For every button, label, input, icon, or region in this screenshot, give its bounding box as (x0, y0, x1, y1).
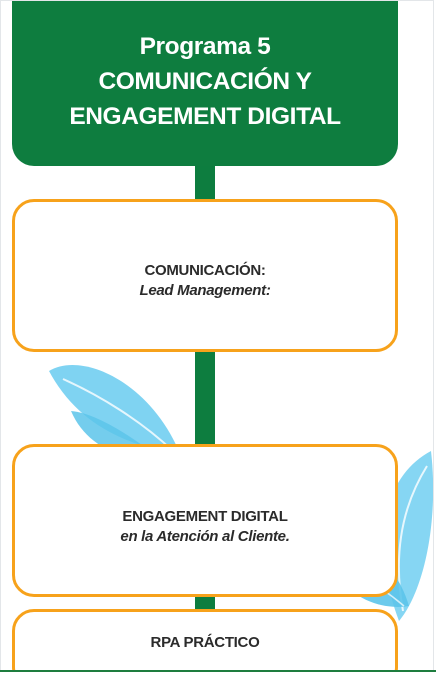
module-card-rpa[interactable]: RPA PRÁCTICO (12, 609, 398, 670)
module-title: COMUNICACIÓN: (144, 262, 266, 279)
module-title: RPA PRÁCTICO (150, 634, 260, 651)
program-title-line-2: ENGAGEMENT DIGITAL (69, 103, 341, 130)
program-title-line-1: COMUNICACIÓN Y (98, 68, 312, 95)
module-subtitle: Lead Management: (139, 282, 271, 299)
module-card-engagement[interactable]: ENGAGEMENT DIGITAL en la Atención al Cli… (12, 444, 398, 597)
module-card-comunicacion[interactable]: COMUNICACIÓN: Lead Management: (12, 199, 398, 352)
module-title: ENGAGEMENT DIGITAL (122, 508, 288, 525)
program-number: Programa 5 (139, 33, 271, 60)
bottom-divider (0, 670, 436, 672)
module-subtitle: en la Atención al Cliente. (120, 528, 290, 545)
program-header: Programa 5 COMUNICACIÓN Y ENGAGEMENT DIG… (12, 1, 398, 166)
